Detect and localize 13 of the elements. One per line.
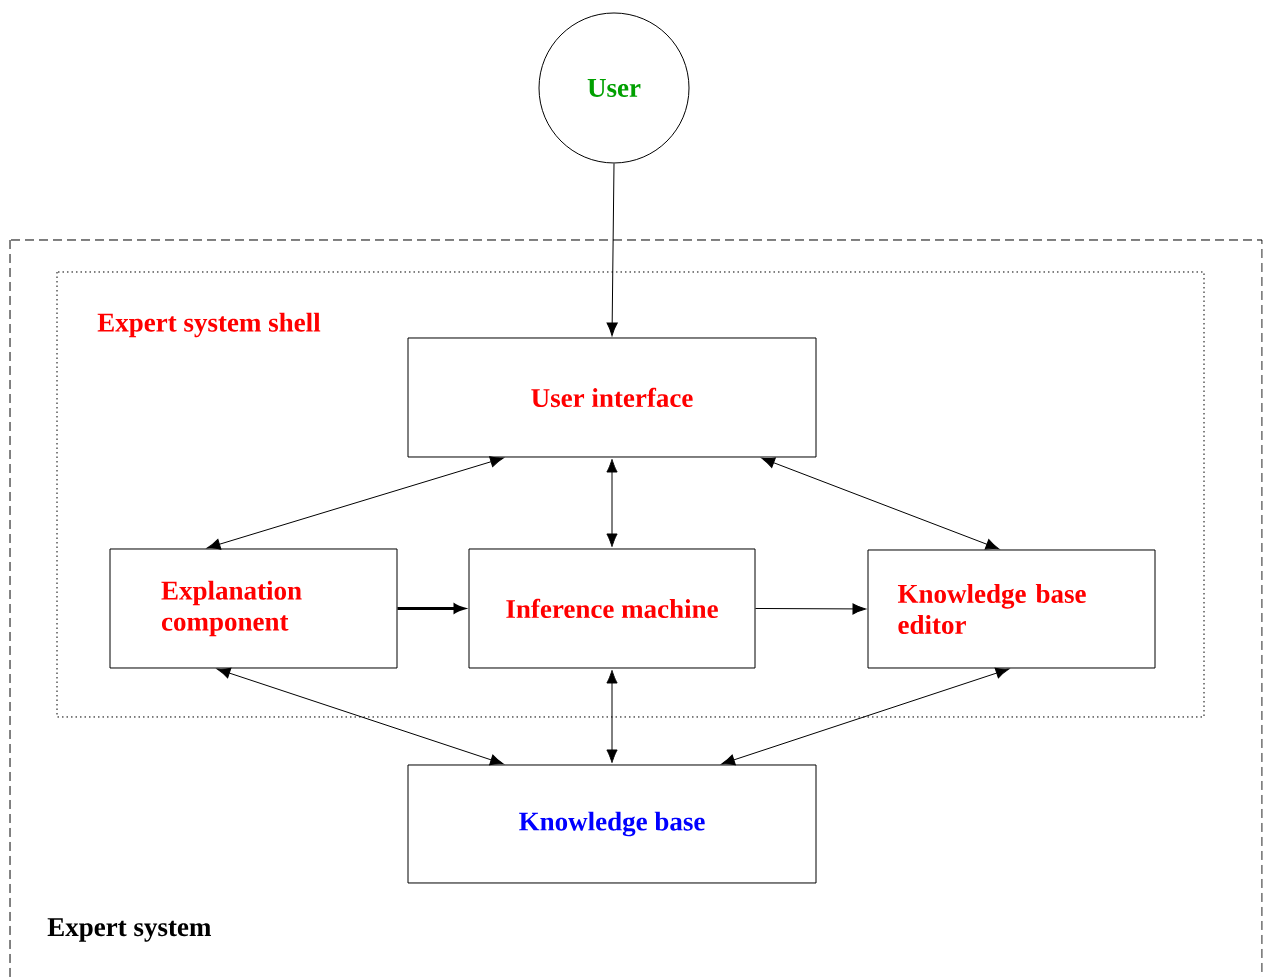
component-box: User interface <box>407 337 817 458</box>
component-box: Explanation component <box>109 548 398 669</box>
arrow <box>721 667 1010 766</box>
arrow <box>606 163 618 337</box>
component-box: Knowledge base editor <box>867 549 1156 669</box>
component-box: Inference machine <box>468 548 756 669</box>
arrow <box>606 669 618 764</box>
component-box: Knowledge base <box>407 764 817 884</box>
arrow <box>606 458 618 548</box>
arrow <box>216 667 504 766</box>
arrow <box>761 457 1000 550</box>
arrow <box>206 456 504 550</box>
arrow <box>755 603 867 615</box>
